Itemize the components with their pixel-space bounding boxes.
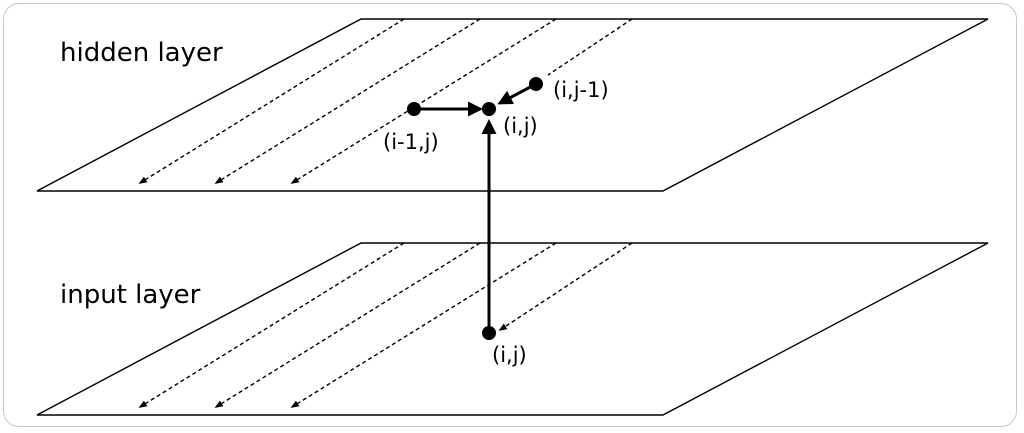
node-hidden-current: [482, 102, 496, 116]
node-hidden-prev-row: [407, 102, 421, 116]
hidden-scan-line-3: [290, 18, 557, 184]
diagram-frame: [3, 3, 1017, 427]
hidden-scan-line-1: [138, 18, 405, 184]
label-hidden-prev-row: (i-1,j): [383, 130, 439, 154]
hidden-layer-label: hidden layer: [60, 38, 223, 68]
input-scan-line-3: [290, 242, 557, 408]
hidden-scan-line-4: [547, 18, 633, 76]
label-hidden-current: (i,j): [503, 114, 538, 138]
input-scan-line-4: [498, 242, 633, 331]
label-input-current: (i,j): [492, 343, 527, 367]
input-layer-plane: [36, 242, 989, 416]
node-hidden-prev-col: [529, 77, 543, 91]
input-layer-label: input layer: [60, 280, 201, 310]
label-hidden-prev-col: (i,j-1): [553, 78, 609, 102]
input-scan-line-2: [214, 242, 481, 408]
hidden-layer-plane: [36, 18, 989, 192]
node-input-current: [482, 326, 496, 340]
hidden-scan-line-2: [214, 18, 481, 184]
input-scan-line-1: [138, 242, 405, 408]
